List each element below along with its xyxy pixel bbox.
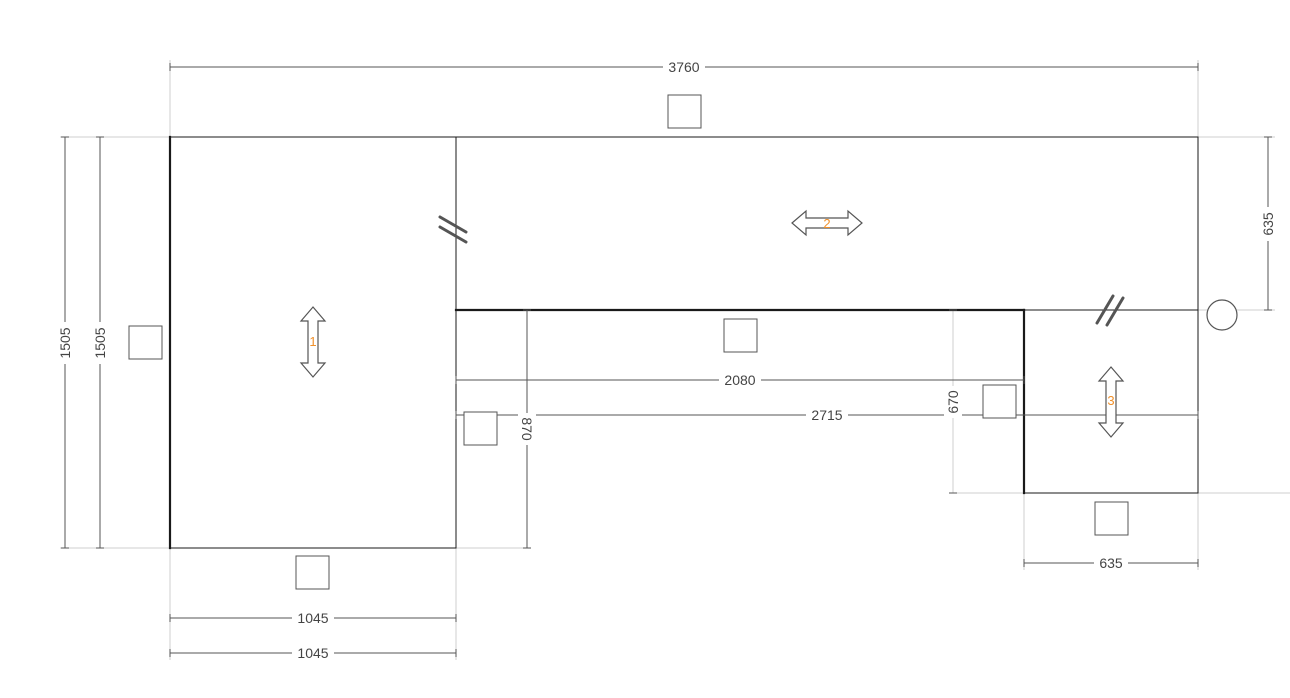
- dimension-labels: 3760 1505 1505 635 1045 1045 2080 2715 8…: [56, 58, 1277, 662]
- square-edge-icon[interactable]: [128, 325, 163, 360]
- double-slash-icon: [438, 215, 468, 244]
- piece-number: 1: [309, 334, 316, 349]
- dim-top-label: 3760: [668, 59, 699, 75]
- square-edge-icon[interactable]: [463, 411, 498, 446]
- dim-870-label: 870: [519, 417, 535, 441]
- dim-bottom-right-label: 635: [1099, 555, 1123, 571]
- double-slash-icon: [1095, 294, 1125, 327]
- square-edge-icon[interactable]: [295, 555, 330, 590]
- dim-2080-label: 2080: [724, 372, 755, 388]
- countertop-outline: [168, 135, 1199, 550]
- dim-670-label: 670: [945, 390, 961, 414]
- double-arrow-icon: [1097, 366, 1125, 438]
- double-arrow-icon: [299, 306, 327, 378]
- square-edge-icon[interactable]: [982, 384, 1017, 419]
- piece-2-marker[interactable]: 2: [791, 209, 863, 237]
- dimension-lines: [61, 63, 1272, 657]
- dim-right-label: 635: [1260, 212, 1276, 236]
- piece-3-marker[interactable]: 3: [1097, 366, 1125, 438]
- edge-boxes: [128, 94, 1129, 590]
- square-edge-icon[interactable]: [1094, 501, 1129, 536]
- dim-2715-label: 2715: [811, 407, 842, 423]
- dim-bottom-outer-label: 1045: [297, 645, 328, 661]
- dim-left-outer-label: 1505: [57, 327, 73, 358]
- dim-bottom-inner-label: 1045: [297, 610, 328, 626]
- piece-number: 3: [1107, 393, 1114, 408]
- square-edge-icon[interactable]: [723, 318, 758, 353]
- square-edge-icon[interactable]: [667, 94, 702, 129]
- dim-left-inner-label: 1505: [92, 327, 108, 358]
- joint-marks: [438, 215, 1125, 327]
- double-arrow-icon: [791, 209, 863, 237]
- piece-1-marker[interactable]: 1: [299, 306, 327, 378]
- circle-icon[interactable]: [1206, 299, 1238, 331]
- piece-number: 2: [823, 216, 830, 231]
